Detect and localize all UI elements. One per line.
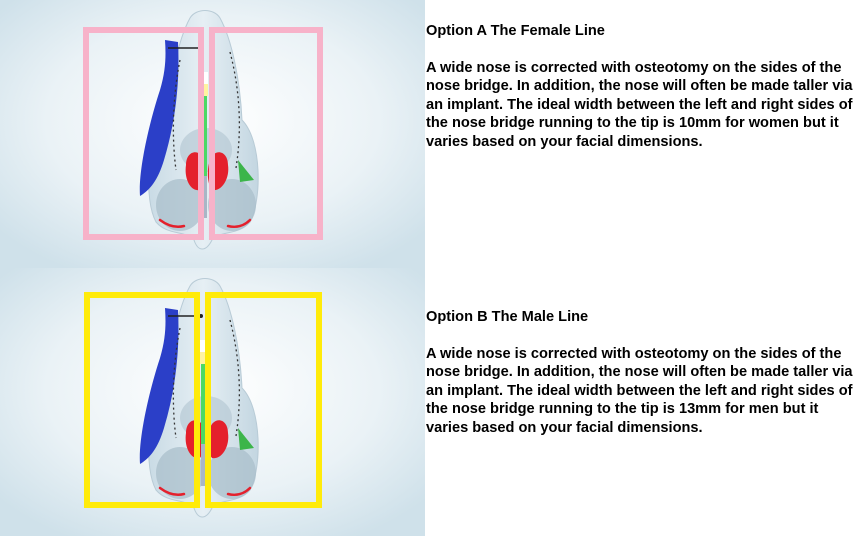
option-a-nose-illustration	[0, 0, 425, 268]
left-nostril-lobe	[156, 447, 204, 499]
right-nostril-lobe	[208, 179, 256, 231]
option-b-title: Option B The Male Line	[426, 309, 589, 325]
left-dotted-line	[172, 59, 181, 171]
option-b-description: A wide nose is corrected with osteotomy …	[426, 345, 853, 436]
left-width-frame	[83, 27, 204, 240]
implant-yellow-segment	[200, 352, 208, 364]
right-nostril-arc	[226, 486, 252, 496]
option-a-title: Option A The Female Line	[426, 23, 605, 39]
implant-lower-segment	[201, 444, 207, 486]
cartilage-shape	[139, 308, 179, 464]
option-a-panel: Option A The Female Line A wide nose is …	[0, 0, 854, 268]
left-nostril-arc	[158, 486, 186, 496]
left-nostril-arc	[158, 218, 186, 228]
implant-green-line	[201, 364, 207, 444]
option-a-description: A wide nose is corrected with osteotomy …	[426, 59, 853, 150]
option-b-panel: Option B The Male Line A wide nose is co…	[0, 268, 859, 536]
implant-white-segment	[200, 340, 208, 352]
green-accent	[238, 160, 254, 182]
green-accent	[238, 428, 254, 450]
left-width-frame	[84, 292, 200, 508]
cartilage-shape	[139, 40, 179, 196]
option-b-nose-illustration	[0, 268, 425, 536]
right-width-frame	[205, 292, 322, 508]
left-dotted-line	[172, 327, 181, 439]
right-tip-cartilage	[207, 420, 229, 459]
left-nostril-lobe	[156, 179, 204, 231]
right-width-frame	[209, 27, 323, 240]
right-nostril-lobe	[208, 447, 256, 499]
right-nostril-arc	[226, 218, 252, 228]
option-b-text: Option B The Male Line A wide nose is co…	[426, 308, 854, 438]
option-a-text: Option A The Female Line A wide nose is …	[426, 22, 854, 152]
